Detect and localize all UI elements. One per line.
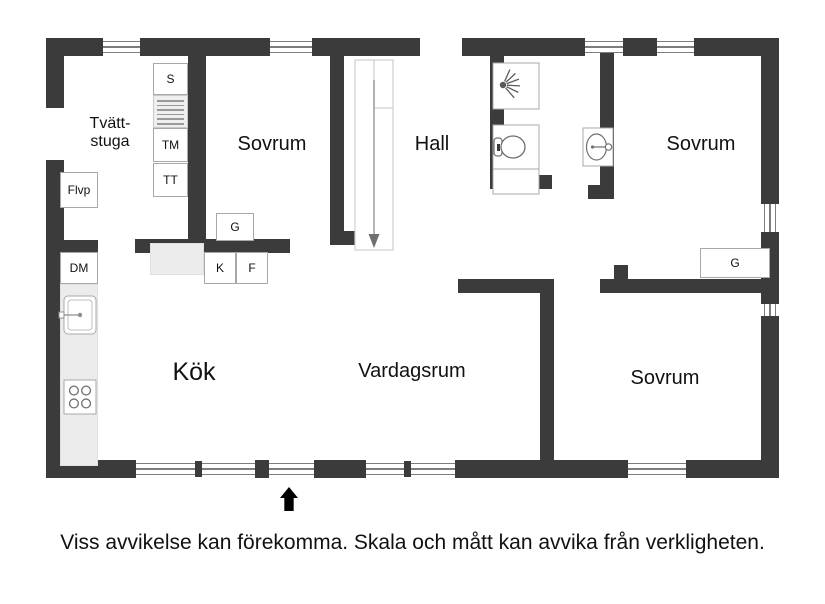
shower-spray-line	[506, 78, 520, 85]
window	[585, 41, 623, 53]
disclaimer-caption: Viss avvikelse kan förekomma. Skala och …	[60, 531, 765, 554]
drying-cabinet-stripe	[157, 109, 184, 111]
dishwasher-label: DM	[69, 261, 89, 275]
window-mullion	[404, 461, 411, 477]
wall-segment	[540, 279, 554, 469]
window	[103, 41, 140, 53]
room-label-sovrum_se: Sovrum	[630, 367, 700, 389]
wall-segment	[761, 38, 779, 204]
window	[764, 204, 776, 232]
shower-spray-line	[505, 72, 516, 83]
entrance-arrow-icon	[280, 487, 298, 511]
wall-segment	[46, 240, 98, 254]
shower-spray-line	[504, 69, 511, 82]
wall-segment	[46, 160, 64, 478]
drying-cabinet-stripe	[157, 123, 184, 125]
drying-cabinet-stripe	[157, 118, 184, 120]
wall-segment	[458, 279, 554, 293]
cupboard-k-label: K	[215, 261, 224, 275]
wall-segment	[188, 47, 206, 239]
wall-segment	[330, 47, 344, 245]
wall-segment	[588, 185, 614, 199]
heat-pump-label: Flvp	[67, 183, 91, 197]
wardrobe-nw: G	[216, 213, 254, 241]
tumble-dryer-label: TT	[163, 173, 178, 187]
drying-cabinet	[153, 95, 188, 128]
window	[269, 463, 314, 475]
wall-segment	[312, 38, 420, 56]
laundry-sink: S	[153, 63, 188, 95]
room-label-hall: Hall	[414, 133, 450, 155]
stair-outline	[354, 59, 394, 251]
heat-pump: Flvp	[60, 172, 98, 208]
room-label-sovrum_ne: Sovrum	[666, 133, 736, 155]
wardrobe-nw-label: G	[230, 220, 240, 234]
room-label-vardagsrum: Vardagsrum	[358, 360, 466, 382]
washing-machine: TM	[153, 128, 188, 162]
hall-stairs-icon	[354, 59, 394, 251]
wall-segment	[600, 47, 614, 199]
fridge-f: F	[236, 252, 268, 284]
cupboard-k: K	[204, 252, 236, 284]
wall-segment	[614, 265, 628, 281]
drying-cabinet-stripe	[157, 104, 184, 107]
wall-segment	[330, 231, 356, 245]
wall-segment	[490, 175, 552, 189]
fridge-f-label: F	[248, 261, 256, 275]
window	[657, 41, 694, 53]
wardrobe-ne-label: G	[730, 256, 740, 270]
wall-segment	[761, 316, 779, 478]
shower-spray-line	[506, 86, 519, 93]
room-label-kok: Kök	[172, 358, 216, 386]
kitchen-counter	[60, 284, 98, 466]
basin-drain	[590, 145, 595, 149]
toilet-bowl	[500, 135, 526, 159]
tumble-dryer: TT	[153, 163, 188, 197]
room-label-tvattstuga: Tvätt- stuga	[89, 115, 131, 150]
room-label-sovrum_nw: Sovrum	[237, 133, 307, 155]
wall-segment	[694, 38, 779, 56]
wall-segment	[462, 38, 585, 56]
drying-cabinet-stripe	[157, 100, 184, 102]
wall-segment	[455, 460, 628, 478]
wall-segment	[600, 279, 770, 293]
laundry-sink-label: S	[166, 72, 175, 86]
wall-segment	[46, 38, 64, 108]
wardrobe-ne: G	[700, 248, 770, 278]
wall-segment	[686, 460, 779, 478]
dishwasher: DM	[60, 252, 98, 284]
washing-machine-label: TM	[161, 138, 180, 152]
window	[628, 463, 686, 475]
window	[270, 41, 312, 53]
wall-segment	[623, 38, 657, 56]
wall-segment	[255, 460, 269, 478]
window	[764, 304, 776, 316]
wall-segment	[490, 47, 504, 187]
kitchen-counter	[150, 243, 204, 275]
window-mullion	[195, 461, 202, 477]
stair-down-arrow	[368, 234, 380, 248]
wall-segment	[314, 460, 366, 478]
shower-spray-line	[506, 84, 521, 87]
drying-cabinet-stripe	[157, 113, 184, 116]
shower-spray-line	[505, 87, 515, 99]
